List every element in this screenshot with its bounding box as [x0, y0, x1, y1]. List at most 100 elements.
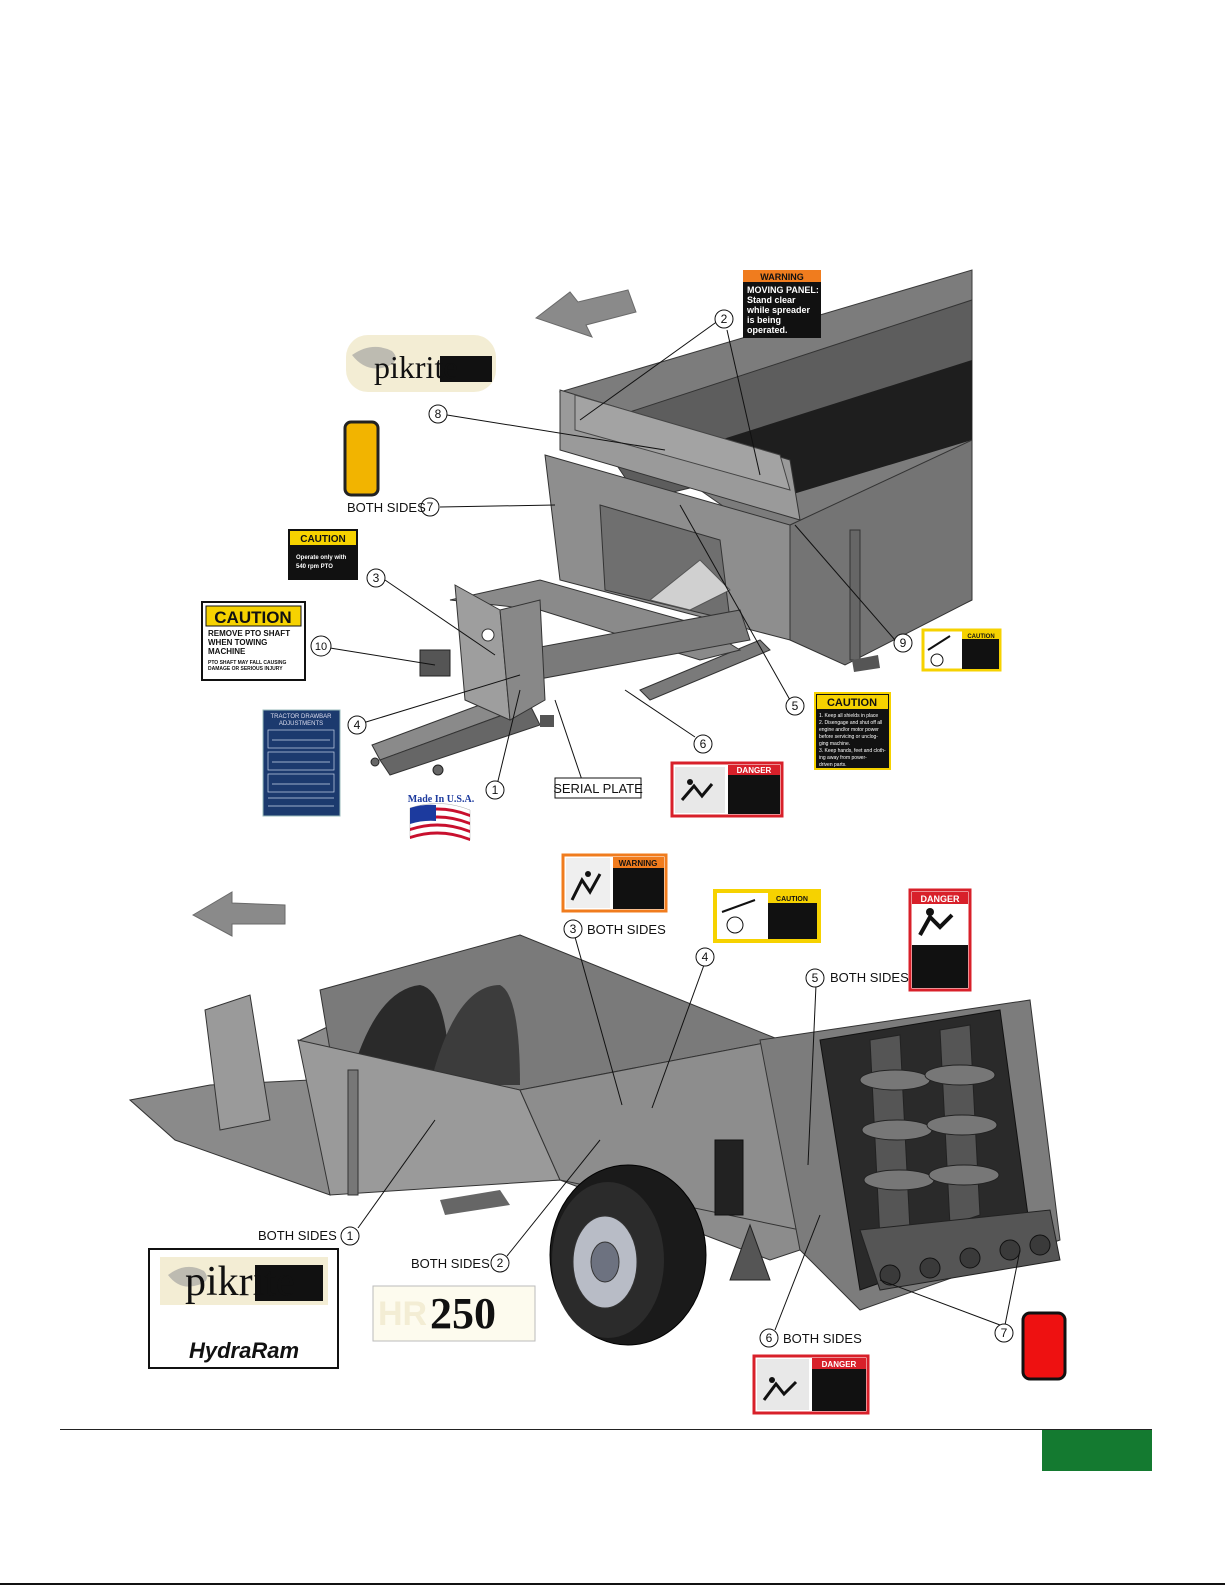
red-reflector-icon: [1021, 1311, 1067, 1381]
callout-2-top: 2: [714, 309, 734, 329]
svg-text:250: 250: [430, 1289, 496, 1338]
page-bottom-rule: [0, 1583, 1225, 1585]
svg-text:7: 7: [1001, 1326, 1008, 1340]
svg-text:Made In U.S.A.: Made In U.S.A.: [408, 794, 475, 805]
svg-text:DAMAGE OR SERIOUS INJURY: DAMAGE OR SERIOUS INJURY: [208, 666, 283, 672]
svg-text:8: 8: [435, 407, 442, 421]
bottom-view: 1 2 3 4 5 6 7 BOTH SIDES BOTH SIDES BOTH…: [128, 853, 1067, 1415]
svg-text:operated.: operated.: [747, 325, 788, 335]
svg-text:9: 9: [900, 636, 907, 650]
footer-green-tab: [1042, 1430, 1152, 1471]
svg-text:6: 6: [766, 1331, 773, 1345]
spreader-body-top: [544, 269, 973, 701]
svg-text:DANGER: DANGER: [920, 894, 960, 904]
svg-text:5: 5: [792, 699, 799, 713]
callout-3-bottom: 3: [563, 919, 583, 939]
amber-reflector-icon: [343, 420, 380, 497]
svg-text:ing away from power-: ing away from power-: [819, 755, 867, 761]
svg-text:MOVING PANEL:: MOVING PANEL:: [747, 285, 819, 295]
svg-text:TRACTOR DRAWBAR: TRACTOR DRAWBAR: [270, 714, 332, 720]
svg-text:ADJUSTMENTS: ADJUSTMENTS: [279, 721, 323, 727]
callout-5-top: 5: [785, 696, 805, 716]
svg-text:Operate only with: Operate only with: [296, 555, 347, 561]
callout-5-bottom: 5: [805, 968, 825, 988]
callout-4-top: 4: [347, 715, 367, 735]
svg-text:WARNING: WARNING: [760, 272, 804, 282]
serial-plate-label: SERIAL PLATE: [553, 777, 643, 799]
callout-3-top: 3: [366, 568, 386, 588]
drawbar-adjustments-decal: TRACTOR DRAWBAR ADJUSTMENTS: [262, 709, 341, 817]
both-sides-label-3: BOTH SIDES: [587, 922, 666, 937]
danger-entanglement-decal-top: DANGER: [670, 761, 784, 818]
callout-7-top: 7: [420, 497, 440, 517]
wheel: [549, 1164, 707, 1346]
callout-10-top: 10: [310, 635, 332, 657]
svg-text:540 rpm PTO: 540 rpm PTO: [296, 564, 333, 570]
svg-text:1: 1: [347, 1229, 354, 1243]
svg-text:CAUTION: CAUTION: [300, 534, 346, 545]
svg-text:HR: HR: [378, 1295, 427, 1333]
svg-text:2: 2: [497, 1256, 504, 1270]
caution-pto-decal: CAUTION REMOVE PTO SHAFT WHEN TOWING MAC…: [201, 601, 306, 681]
svg-text:is being: is being: [747, 315, 781, 325]
footer-rule: [60, 1429, 1152, 1430]
both-sides-label-1: BOTH SIDES: [258, 1228, 337, 1243]
both-sides-label-5: BOTH SIDES: [830, 970, 909, 985]
svg-text:DANGER: DANGER: [737, 766, 772, 775]
svg-text:REMOVE PTO SHAFT: REMOVE PTO SHAFT: [208, 629, 290, 638]
svg-text:1: 1: [492, 783, 499, 797]
svg-text:MACHINE: MACHINE: [208, 647, 246, 656]
callout-8-top: 8: [428, 404, 448, 424]
danger-decal-bottom-low: DANGER: [752, 1354, 870, 1415]
svg-text:1. Keep all shields in place: 1. Keep all shields in place: [819, 713, 878, 719]
svg-text:while spreader: while spreader: [746, 305, 811, 315]
svg-text:pikrite: pikrite: [374, 349, 458, 385]
spreader-body-bottom: [128, 934, 1061, 1311]
svg-text:WARNING: WARNING: [619, 859, 658, 868]
callout-2-bottom: 2: [490, 1253, 510, 1273]
leader-lines-bottom: [357, 936, 1021, 1331]
svg-text:HydraRam: HydraRam: [189, 1338, 299, 1363]
svg-text:4: 4: [702, 950, 709, 964]
made-in-usa-flag: Made In U.S.A.: [408, 794, 475, 841]
both-sides-label-2: BOTH SIDES: [411, 1256, 490, 1271]
svg-text:PTO SHAFT MAY FALL CAUSING: PTO SHAFT MAY FALL CAUSING: [208, 660, 287, 666]
svg-text:6: 6: [700, 737, 707, 751]
svg-text:driven parts.: driven parts.: [819, 762, 847, 768]
callout-6-top: 6: [693, 734, 713, 754]
model-decal-hr250: HR 250: [372, 1285, 536, 1342]
svg-text:SERIAL PLATE: SERIAL PLATE: [553, 781, 643, 796]
callout-7-bottom: 7: [994, 1323, 1014, 1343]
svg-text:2: 2: [721, 312, 728, 326]
hitch-tongue-top: [370, 579, 751, 776]
warning-moving-panel-decal: WARNING MOVING PANEL: Stand clear while …: [743, 270, 821, 338]
svg-text:DANGER: DANGER: [822, 1360, 857, 1369]
svg-text:7: 7: [427, 500, 434, 514]
svg-text:CAUTION: CAUTION: [776, 896, 808, 903]
svg-text:2. Disengage and shut off all: 2. Disengage and shut off all: [819, 720, 882, 726]
pikrite-logo-top: pikrite: [346, 335, 496, 392]
svg-text:CAUTION: CAUTION: [214, 608, 291, 627]
svg-text:CAUTION: CAUTION: [967, 634, 994, 640]
callout-1-top: 1: [485, 780, 505, 800]
svg-text:3: 3: [373, 571, 380, 585]
callout-6-bottom: 6: [759, 1328, 779, 1348]
warning-decal-bottom: WARNING: [561, 853, 668, 913]
both-sides-label-6: BOTH SIDES: [783, 1331, 862, 1346]
svg-text:pikrite: pikrite: [185, 1259, 295, 1305]
svg-text:5: 5: [812, 971, 819, 985]
caution-small-decal-9: CAUTION: [921, 628, 1002, 672]
pikrite-hydraram-logo: pikrite HydraRam: [148, 1248, 339, 1369]
svg-text:10: 10: [315, 641, 327, 653]
top-view: 2 8 7 3 10 4 1 6: [201, 269, 1002, 841]
svg-text:engine and/or motor power: engine and/or motor power: [819, 727, 879, 733]
direction-arrow-bottom-icon: [191, 891, 286, 937]
callout-1-bottom: 1: [340, 1226, 360, 1246]
caution-decal-bottom: CAUTION: [713, 889, 821, 943]
danger-decal-bottom-top: DANGER: [908, 888, 972, 992]
svg-text:3: 3: [570, 922, 577, 936]
svg-text:CAUTION: CAUTION: [827, 697, 877, 709]
direction-arrow-icon: [534, 289, 637, 338]
callout-4-bottom: 4: [695, 947, 715, 967]
